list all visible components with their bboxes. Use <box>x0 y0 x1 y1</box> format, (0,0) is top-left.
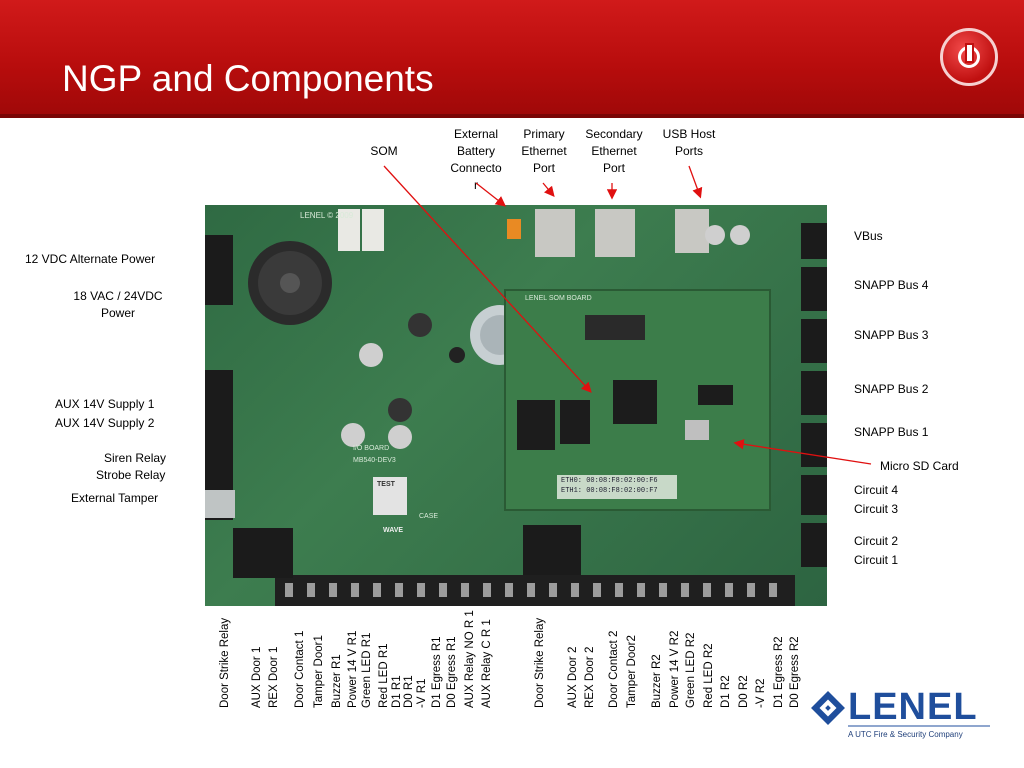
arrow-som <box>383 165 592 393</box>
label-v-r2: -V R2 <box>755 678 767 708</box>
logo-tagline: A UTC Fire & Security Company <box>848 730 963 739</box>
label-green-led-r2: Green LED R2 <box>685 632 697 708</box>
silkscreen-som-board: LENEL SOM BOARD <box>525 295 592 302</box>
label-rex-door-1: REX Door 1 <box>268 646 280 708</box>
lenel-logo-mark <box>811 691 990 727</box>
label-v-r1: -V R1 <box>416 678 428 708</box>
label-circuit-4: Circuit 4 <box>854 483 899 497</box>
label-tamper-door-1: Tamper Door1 <box>313 635 325 708</box>
label-vbus: VBus <box>854 229 883 243</box>
label-buzzer-r1: Buzzer R1 <box>331 654 343 708</box>
label-power-14v-r1: Power 14 V R1 <box>347 630 359 708</box>
label-alt-power: 12 VDC Alternate Power <box>25 252 156 266</box>
label-aux-door-2: AUX Door 2 <box>567 646 579 708</box>
silkscreen-eth1: ETH1: 00:08:F8:02:00:F7 <box>561 487 658 495</box>
label-aux-relay-c-r1: AUX Relay C R 1 <box>481 619 493 708</box>
label-aux-supply-1: AUX 14V Supply 1 <box>55 397 155 411</box>
label-circuit-2: Circuit 2 <box>854 534 899 548</box>
label-external-battery: External Battery Connecto r <box>450 127 502 192</box>
label-green-led-r1: Green LED R1 <box>361 632 373 708</box>
power-bar <box>965 43 974 63</box>
arrow-battery <box>475 182 507 207</box>
silkscreen-io-board-num: MB540-DEV3 <box>353 457 396 464</box>
arrow-primary-eth <box>542 182 555 197</box>
label-d1-r2: D1 R2 <box>720 675 732 708</box>
label-d1-egress-r2: D1 Egress R2 <box>773 636 785 708</box>
controller-board-photo: LENEL © 2009 LENEL SOM BOARD I/O BOARD M… <box>205 205 827 606</box>
label-door-strike-relay-1: Door Strike Relay <box>219 617 231 708</box>
label-d0-r2: D0 R2 <box>738 675 750 708</box>
label-snapp-bus-1: SNAPP Bus 1 <box>854 425 929 439</box>
silkscreen-eth0: ETH0: 00:08:F8:02:00:F6 <box>561 477 658 485</box>
label-ac-power: 18 VAC / 24VDC Power <box>73 289 163 320</box>
label-snapp-bus-4: SNAPP Bus 4 <box>854 278 929 292</box>
label-siren-relay: Siren Relay <box>104 451 167 465</box>
label-snapp-bus-2: SNAPP Bus 2 <box>854 382 929 396</box>
label-som: SOM <box>370 144 398 158</box>
slide-title: NGP and Components <box>62 58 434 99</box>
label-d0-r1: D0 R1 <box>403 675 415 708</box>
silkscreen-wave: WAVE <box>383 527 404 534</box>
label-secondary-ethernet: Secondary Ethernet Port <box>585 127 643 175</box>
logo-wordmark: LENEL <box>848 686 978 728</box>
header-bar <box>0 0 1024 118</box>
silkscreen-case: CASE <box>419 513 439 520</box>
label-door-contact-2: Door Contact 2 <box>608 630 620 708</box>
label-usb-host: USB Host Ports <box>662 127 716 158</box>
label-micro-sd: Micro SD Card <box>880 459 959 473</box>
label-power-14v-r2: Power 14 V R2 <box>669 630 681 708</box>
label-primary-ethernet: Primary Ethernet Port <box>521 127 567 175</box>
label-buzzer-r2: Buzzer R2 <box>651 654 663 708</box>
silkscreen-test: TEST <box>377 481 395 488</box>
label-d0-egress-r2: D0 Egress R2 <box>789 636 801 708</box>
label-circuit-1: Circuit 1 <box>854 553 899 567</box>
label-aux-relay-no-r1: AUX Relay NO R 1 <box>464 610 476 708</box>
label-d0-egress-r1: D0 Egress R1 <box>446 636 458 708</box>
arrow-usb <box>688 165 703 199</box>
label-tamper-door-2: Tamper Door2 <box>626 635 638 708</box>
label-door-contact-1: Door Contact 1 <box>294 630 306 708</box>
label-circuit-3: Circuit 3 <box>854 502 899 516</box>
silkscreen-io-board: I/O BOARD <box>353 445 390 452</box>
label-d1-egress-r1: D1 Egress R1 <box>431 636 443 708</box>
power-icon <box>940 28 998 86</box>
label-strobe-relay: Strobe Relay <box>96 468 166 482</box>
label-rex-door-2: REX Door 2 <box>584 646 596 708</box>
label-aux-door-1: AUX Door 1 <box>251 646 263 708</box>
board-graphic <box>205 209 827 606</box>
arrow-micro-sd <box>733 439 872 465</box>
label-door-strike-relay-2: Door Strike Relay <box>534 617 546 708</box>
label-snapp-bus-3: SNAPP Bus 3 <box>854 328 929 342</box>
label-external-tamper: External Tamper <box>71 491 159 505</box>
silkscreen-lenel: LENEL © 2009 <box>300 211 354 220</box>
label-red-led-r1: Red LED R1 <box>378 643 390 708</box>
label-aux-supply-2: AUX 14V Supply 2 <box>55 416 155 430</box>
label-red-led-r2: Red LED R2 <box>703 643 715 708</box>
